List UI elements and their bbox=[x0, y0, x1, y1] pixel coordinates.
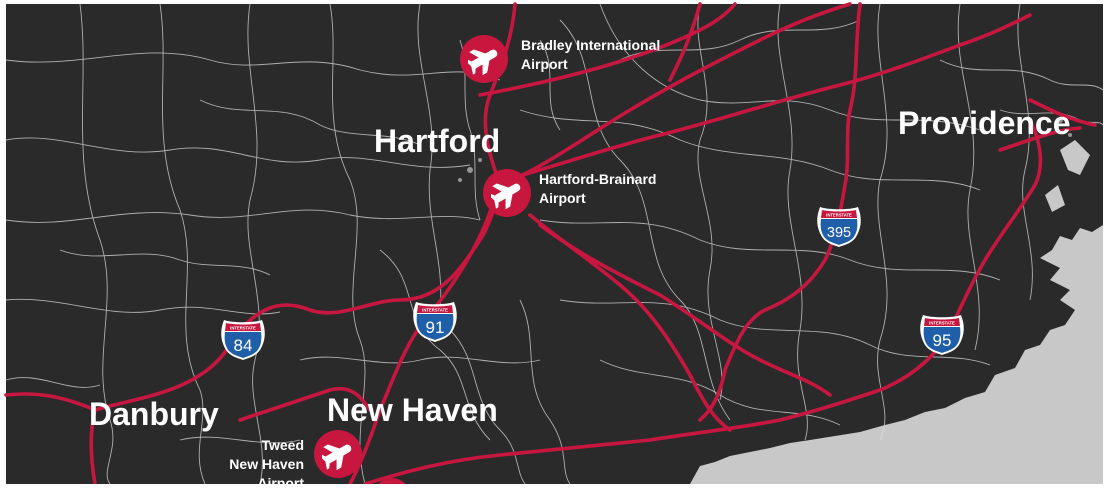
land-area bbox=[6, 4, 1103, 484]
airport-label-line: Bradley International bbox=[521, 37, 661, 53]
urban-area bbox=[458, 117, 1072, 182]
highways bbox=[4, 2, 1097, 484]
shield-i395: INTERSTATE 395 bbox=[817, 207, 861, 247]
shield-header: INTERSTATE bbox=[422, 308, 448, 313]
shield-header: INTERSTATE bbox=[826, 213, 852, 218]
partial-marker bbox=[378, 478, 406, 484]
highway-i95 bbox=[363, 118, 1043, 484]
city-label-hartford: Hartford bbox=[374, 123, 501, 159]
airport-marker-bradley[interactable] bbox=[460, 35, 508, 83]
highway-i84-east bbox=[498, 2, 852, 187]
shield-header: INTERSTATE bbox=[230, 326, 256, 331]
airport-marker-tweed[interactable] bbox=[314, 430, 362, 478]
airport-label-line: Hartford-Brainard bbox=[539, 171, 657, 187]
airport-label-bradley: Bradley International Airport bbox=[521, 36, 660, 74]
airport-label-tweed: Tweed New Haven Airport bbox=[196, 436, 304, 493]
airport-label-line: New Haven bbox=[229, 456, 304, 472]
shield-number: 395 bbox=[827, 225, 851, 241]
highway-i84 bbox=[93, 183, 502, 412]
city-label-new-haven: New Haven bbox=[327, 392, 498, 428]
airport-marker-hartford-brainard[interactable] bbox=[483, 169, 531, 217]
shield-number: 95 bbox=[933, 331, 952, 350]
airport-label-line: Tweed bbox=[261, 437, 304, 453]
shield-header: INTERSTATE bbox=[929, 321, 955, 326]
minor-roads bbox=[5, 3, 1104, 484]
airport-label-line: Airport bbox=[521, 56, 568, 72]
shield-i91: INTERSTATE 91 bbox=[413, 302, 457, 342]
city-label-danbury: Danbury bbox=[89, 396, 219, 432]
city-label-providence: Providence bbox=[898, 105, 1071, 141]
shield-i95: INTERSTATE 95 bbox=[920, 315, 964, 355]
highway-i91 bbox=[348, 2, 517, 484]
coast-details bbox=[980, 140, 1090, 430]
airport-label-hartford-brainard: Hartford-Brainard Airport bbox=[539, 170, 656, 208]
highway-i395 bbox=[698, 2, 862, 422]
shield-number: 91 bbox=[426, 318, 445, 337]
shield-i84: INTERSTATE 84 bbox=[221, 320, 265, 360]
shield-number: 84 bbox=[234, 336, 253, 355]
airport-label-line: Airport bbox=[539, 190, 586, 206]
